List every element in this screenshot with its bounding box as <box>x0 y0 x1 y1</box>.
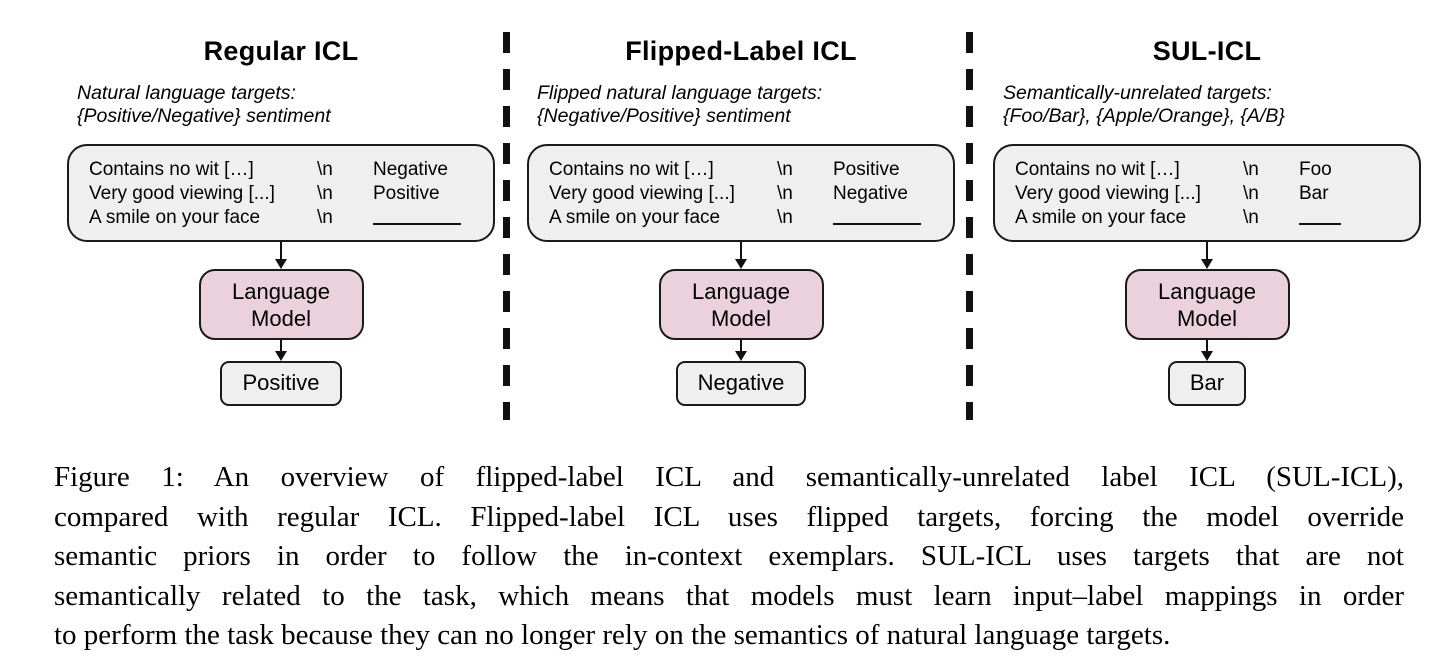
newline-token: \n <box>1243 207 1259 228</box>
answer-blank <box>1299 206 1341 225</box>
language-model-box: Language Model <box>658 269 824 340</box>
exemplar-row: A smile on your face \n <box>549 206 945 232</box>
arrow-down-icon <box>67 242 495 269</box>
language-model-line-1: Language <box>232 278 330 304</box>
answer-blank <box>373 206 461 225</box>
exemplar-input: A smile on your face <box>89 207 261 228</box>
language-model-line-2: Model <box>251 305 311 331</box>
panel-flipped-label-icl: Flipped-Label ICL Flipped natural langua… <box>510 0 966 420</box>
subtitle-line-2: {Positive/Negative} sentiment <box>77 105 331 127</box>
exemplars-box: Contains no wit […] \n Foo Very good vie… <box>993 144 1421 242</box>
arrow-head <box>275 259 287 269</box>
arrow-shaft <box>740 242 742 261</box>
arrow-down-icon <box>527 340 955 361</box>
language-model-line-2: Model <box>1177 305 1237 331</box>
exemplar-label: Foo <box>1299 159 1332 180</box>
language-model-line-2: Model <box>711 305 771 331</box>
panel-title: Regular ICL <box>203 36 359 66</box>
exemplar-label <box>833 206 945 232</box>
prediction-output-box: Bar <box>1167 361 1247 406</box>
caption-line: semantic priors in order to follow the i… <box>54 540 1404 572</box>
exemplar-input: Very good viewing [...] <box>1015 183 1201 204</box>
exemplar-label <box>1299 206 1411 232</box>
newline-token: \n <box>1243 159 1259 180</box>
exemplar-row: Contains no wit […] \n Positive <box>549 158 945 182</box>
panel-title: SUL-ICL <box>1152 36 1262 66</box>
arrow-shaft <box>1206 242 1208 261</box>
arrow-down-icon <box>993 340 1421 361</box>
panel-subtitle: Natural language targets: {Positive/Nega… <box>77 82 495 128</box>
exemplar-label: Bar <box>1299 183 1329 204</box>
newline-token: \n <box>317 159 333 180</box>
prediction-output-box: Negative <box>675 361 807 406</box>
panel-divider <box>503 32 510 420</box>
caption-line: semantically related to the task, which … <box>54 579 1404 612</box>
newline-token: \n <box>777 207 793 228</box>
panel-divider <box>966 32 973 420</box>
panel-subtitle: Semantically-unrelated targets: {Foo/Bar… <box>1003 82 1421 128</box>
language-model-box: Language Model <box>198 269 364 340</box>
exemplar-label: Negative <box>833 183 908 204</box>
exemplar-row: Very good viewing [...] \n Positive <box>89 182 485 206</box>
exemplar-label <box>373 206 485 232</box>
exemplar-row: Contains no wit […] \n Negative <box>89 158 485 182</box>
panel-subtitle: Flipped natural language targets: {Negat… <box>537 82 955 128</box>
arrow-shaft <box>1206 340 1208 353</box>
subtitle-line-2: {Negative/Positive} sentiment <box>537 105 791 127</box>
arrow-head <box>1201 351 1213 361</box>
arrow-head <box>275 351 287 361</box>
exemplars-box: Contains no wit […] \n Negative Very goo… <box>67 144 495 242</box>
exemplar-row: A smile on your face \n <box>89 206 485 232</box>
answer-blank <box>833 206 921 225</box>
exemplar-row: Very good viewing [...] \n Negative <box>549 182 945 206</box>
arrow-head <box>735 259 747 269</box>
caption-line: Figure 1: An overview of flipped-label I… <box>54 461 1404 493</box>
language-model-box: Language Model <box>1124 269 1290 340</box>
newline-token: \n <box>1243 183 1259 204</box>
subtitle-line-1: Flipped natural language targets: <box>537 82 823 104</box>
language-model-line-1: Language <box>1158 278 1256 304</box>
newline-token: \n <box>317 183 333 204</box>
arrow-shaft <box>280 340 282 353</box>
arrow-down-icon <box>993 242 1421 269</box>
exemplar-input: A smile on your face <box>1015 207 1187 228</box>
arrow-down-icon <box>67 340 495 361</box>
exemplar-input: Contains no wit […] <box>549 159 714 180</box>
exemplars-box: Contains no wit […] \n Positive Very goo… <box>527 144 955 242</box>
exemplar-input: Contains no wit […] <box>1015 159 1180 180</box>
arrow-head <box>735 351 747 361</box>
panel-content: Regular ICL Natural language targets: {P… <box>67 36 495 406</box>
exemplar-row: A smile on your face \n <box>1015 206 1411 232</box>
exemplar-input: Very good viewing [...] <box>89 183 275 204</box>
subtitle-line-1: Semantically-unrelated targets: <box>1003 82 1272 104</box>
exemplar-row: Very good viewing [...] \n Bar <box>1015 182 1411 206</box>
arrow-head <box>1201 259 1213 269</box>
panel-sul-icl: SUL-ICL Semantically-unrelated targets: … <box>973 0 1456 420</box>
figure-caption: Figure 1: An overview of flipped-label I… <box>54 458 1404 656</box>
arrow-shaft <box>280 242 282 261</box>
panel-content: SUL-ICL Semantically-unrelated targets: … <box>993 36 1421 406</box>
exemplar-label: Positive <box>833 159 900 180</box>
arrow-shaft <box>740 340 742 353</box>
panel-title: Flipped-Label ICL <box>625 36 857 66</box>
exemplar-row: Contains no wit […] \n Foo <box>1015 158 1411 182</box>
icl-comparison-diagram: Regular ICL Natural language targets: {P… <box>0 0 1456 420</box>
subtitle-line-2: {Foo/Bar}, {Apple/Orange}, {A/B} <box>1003 105 1285 127</box>
exemplar-label: Positive <box>373 183 440 204</box>
exemplar-input: Contains no wit […] <box>89 159 254 180</box>
newline-token: \n <box>317 207 333 228</box>
subtitle-line-1: Natural language targets: <box>77 82 296 104</box>
language-model-line-1: Language <box>692 278 790 304</box>
panel-regular-icl: Regular ICL Natural language targets: {P… <box>0 0 503 420</box>
caption-line: compared with regular ICL. Flipped-label… <box>54 500 1404 533</box>
prediction-output-box: Positive <box>220 361 342 406</box>
panel-content: Flipped-Label ICL Flipped natural langua… <box>527 36 955 406</box>
arrow-down-icon <box>527 242 955 269</box>
newline-token: \n <box>777 159 793 180</box>
caption-line: to perform the task because they can no … <box>54 619 1171 651</box>
exemplar-input: A smile on your face <box>549 207 721 228</box>
exemplar-input: Very good viewing [...] <box>549 183 735 204</box>
newline-token: \n <box>777 183 793 204</box>
exemplar-label: Negative <box>373 159 448 180</box>
